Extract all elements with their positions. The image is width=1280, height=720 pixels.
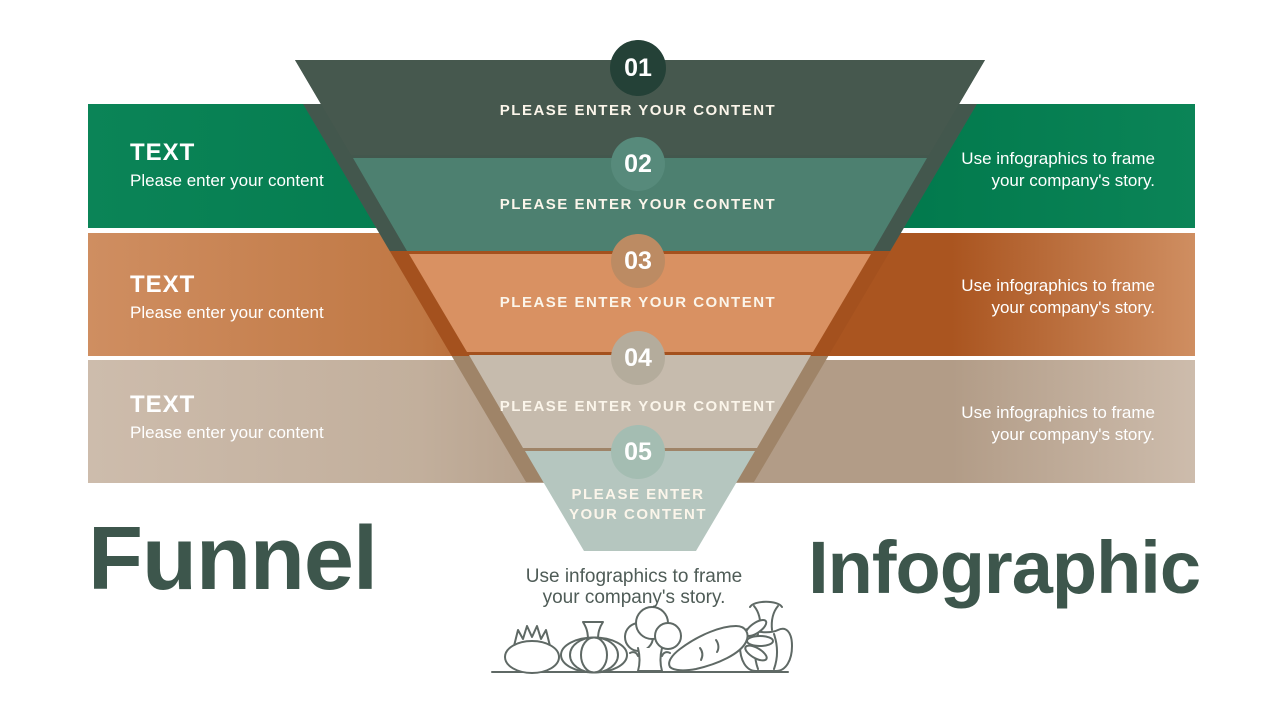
level-label-4: PLEASE ENTER YOUR CONTENT — [499, 398, 777, 415]
level-number-3: 03 — [624, 247, 652, 275]
row-note-2-line2: your company's story. — [991, 298, 1155, 317]
level-number-1: 01 — [624, 54, 652, 82]
footer-caption-line2: your company's story. — [542, 587, 726, 608]
funnel-segment-4 — [469, 355, 811, 448]
tomato-icon — [504, 625, 560, 674]
row-note-1-line2: your company's story. — [991, 171, 1155, 190]
row-subheading-1: Please enter your content — [130, 171, 324, 190]
row-heading-2: TEXT — [130, 271, 196, 298]
row-subheading-2: Please enter your content — [130, 303, 324, 322]
row-heading-3: TEXT — [130, 391, 196, 418]
broccoli-icon — [624, 606, 682, 672]
level-circle-4 — [611, 331, 665, 385]
level-label-5: PLEASE ENTER YOUR CONTENT — [569, 486, 707, 523]
footer-caption-line1: Use infographics to frame — [525, 566, 743, 587]
row-note-3-line2: your company's story. — [991, 425, 1155, 444]
funnel-segment-2 — [353, 158, 927, 251]
level-circle-5 — [611, 425, 665, 479]
level-label-2: PLEASE ENTER YOUR CONTENT — [499, 196, 777, 213]
row-note-1-line1: Use infographics to frame — [961, 149, 1155, 168]
level-circle-3 — [611, 234, 665, 288]
level-circle-1 — [610, 40, 666, 96]
level-number-4: 04 — [624, 344, 652, 372]
row-note-2-line1: Use infographics to frame — [961, 276, 1155, 295]
footer-caption: Use infographics to frame your company's… — [526, 566, 743, 608]
pumpkin-icon — [560, 621, 628, 674]
carrot-icon — [668, 618, 774, 672]
row-heading-1: TEXT — [130, 139, 196, 166]
level-number-5: 05 — [624, 438, 652, 466]
row-note-3-line1: Use infographics to frame — [961, 403, 1155, 422]
row-note-1: Use infographics to frame your company's… — [961, 148, 1155, 192]
level-circle-2 — [611, 137, 665, 191]
row-subheading-3: Please enter your content — [130, 423, 324, 442]
level-number-2: 02 — [624, 150, 652, 178]
title-infographic: Infographic — [808, 526, 1201, 609]
title-funnel: Funnel — [88, 509, 378, 609]
row-note-3: Use infographics to frame your company's… — [961, 402, 1155, 446]
funnel-segment-5 — [525, 451, 755, 551]
level-label-1: PLEASE ENTER YOUR CONTENT — [499, 102, 777, 119]
level-label-3: PLEASE ENTER YOUR CONTENT — [499, 294, 777, 311]
funnel-segment-3 — [409, 254, 871, 352]
funnel-segment-1 — [295, 60, 985, 155]
vegetables-icon-row — [491, 600, 793, 674]
row-note-2: Use infographics to frame your company's… — [961, 275, 1155, 319]
